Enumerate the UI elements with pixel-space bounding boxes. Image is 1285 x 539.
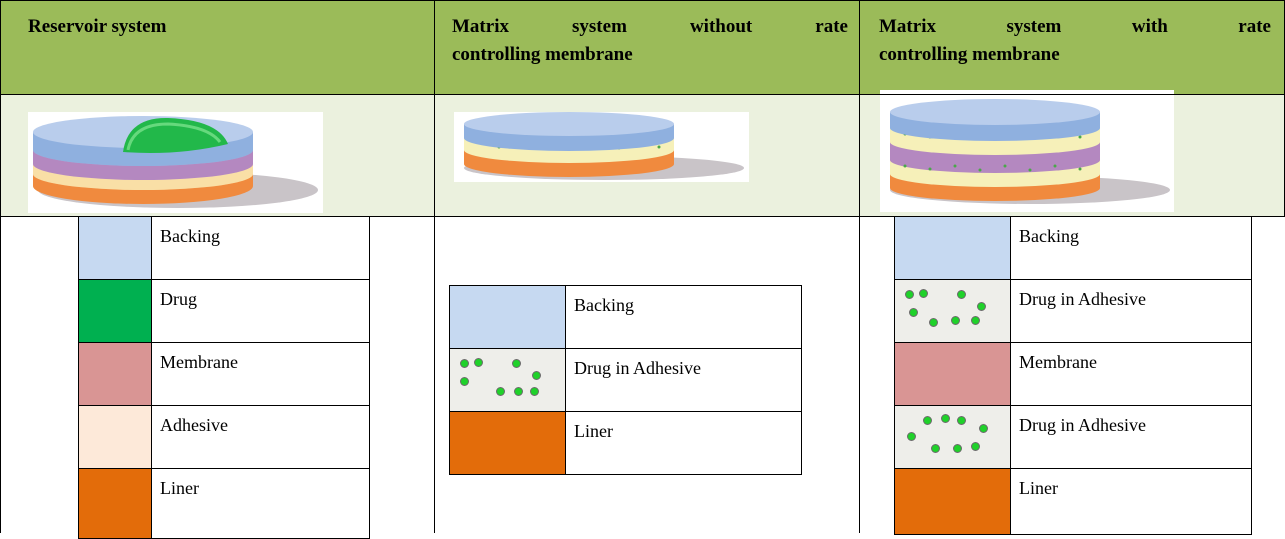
backing-swatch bbox=[449, 285, 566, 349]
drug-in-adhesive-swatch bbox=[894, 405, 1011, 469]
liner-swatch bbox=[894, 468, 1011, 535]
image-cell-reservoir bbox=[0, 94, 434, 216]
row-divider-2 bbox=[0, 216, 1285, 217]
image-cell-matrix-without bbox=[434, 94, 859, 216]
top-border bbox=[0, 0, 1285, 1]
matrix-without-membrane-illustration bbox=[454, 112, 749, 182]
reservoir-patch-illustration bbox=[28, 112, 323, 213]
drug-in-adhesive-swatch bbox=[449, 348, 566, 412]
membrane-swatch bbox=[78, 342, 152, 406]
legend-label-backing: Backing bbox=[1010, 216, 1252, 280]
legend-label-backing: Backing bbox=[151, 216, 370, 280]
header-reservoir-system: Reservoir system bbox=[28, 16, 167, 37]
liner-swatch bbox=[449, 411, 566, 475]
drug-in-adhesive-swatch bbox=[894, 279, 1011, 343]
legend-label-drug-in-adhesive: Drug in Adhesive bbox=[565, 348, 802, 412]
legend-matrix-without-membrane: Backing Drug in Adhesive Liner bbox=[449, 285, 802, 475]
matrix-with-membrane-illustration bbox=[880, 90, 1174, 212]
legend-label-liner: Liner bbox=[565, 411, 802, 475]
adhesive-swatch bbox=[78, 405, 152, 469]
legend-label-drug: Drug bbox=[151, 279, 370, 343]
legend-label-liner: Liner bbox=[151, 468, 370, 539]
liner-swatch bbox=[78, 468, 152, 539]
left-border bbox=[0, 0, 1, 533]
legend-reservoir: Backing Drug Membrane Adhesive Liner bbox=[78, 216, 370, 539]
backing-swatch bbox=[894, 216, 1011, 280]
legend-label-liner: Liner bbox=[1010, 468, 1252, 535]
header-cell-reservoir: Reservoir system bbox=[0, 0, 434, 94]
column-divider-2 bbox=[859, 0, 860, 533]
legend-matrix-with-membrane: Backing Drug in Adhesive Membrane Drug i… bbox=[894, 216, 1252, 535]
legend-label-membrane: Membrane bbox=[1010, 342, 1252, 406]
backing-swatch bbox=[78, 216, 152, 280]
column-divider-1 bbox=[434, 0, 435, 533]
membrane-swatch bbox=[894, 342, 1011, 406]
image-cell-matrix-with bbox=[859, 90, 1285, 216]
drug-swatch bbox=[78, 279, 152, 343]
legend-label-drug-in-adhesive: Drug in Adhesive bbox=[1010, 405, 1252, 469]
legend-label-adhesive: Adhesive bbox=[151, 405, 370, 469]
row-divider-1 bbox=[0, 94, 1285, 95]
legend-label-backing: Backing bbox=[565, 285, 802, 349]
legend-label-membrane: Membrane bbox=[151, 342, 370, 406]
legend-label-drug-in-adhesive: Drug in Adhesive bbox=[1010, 279, 1252, 343]
